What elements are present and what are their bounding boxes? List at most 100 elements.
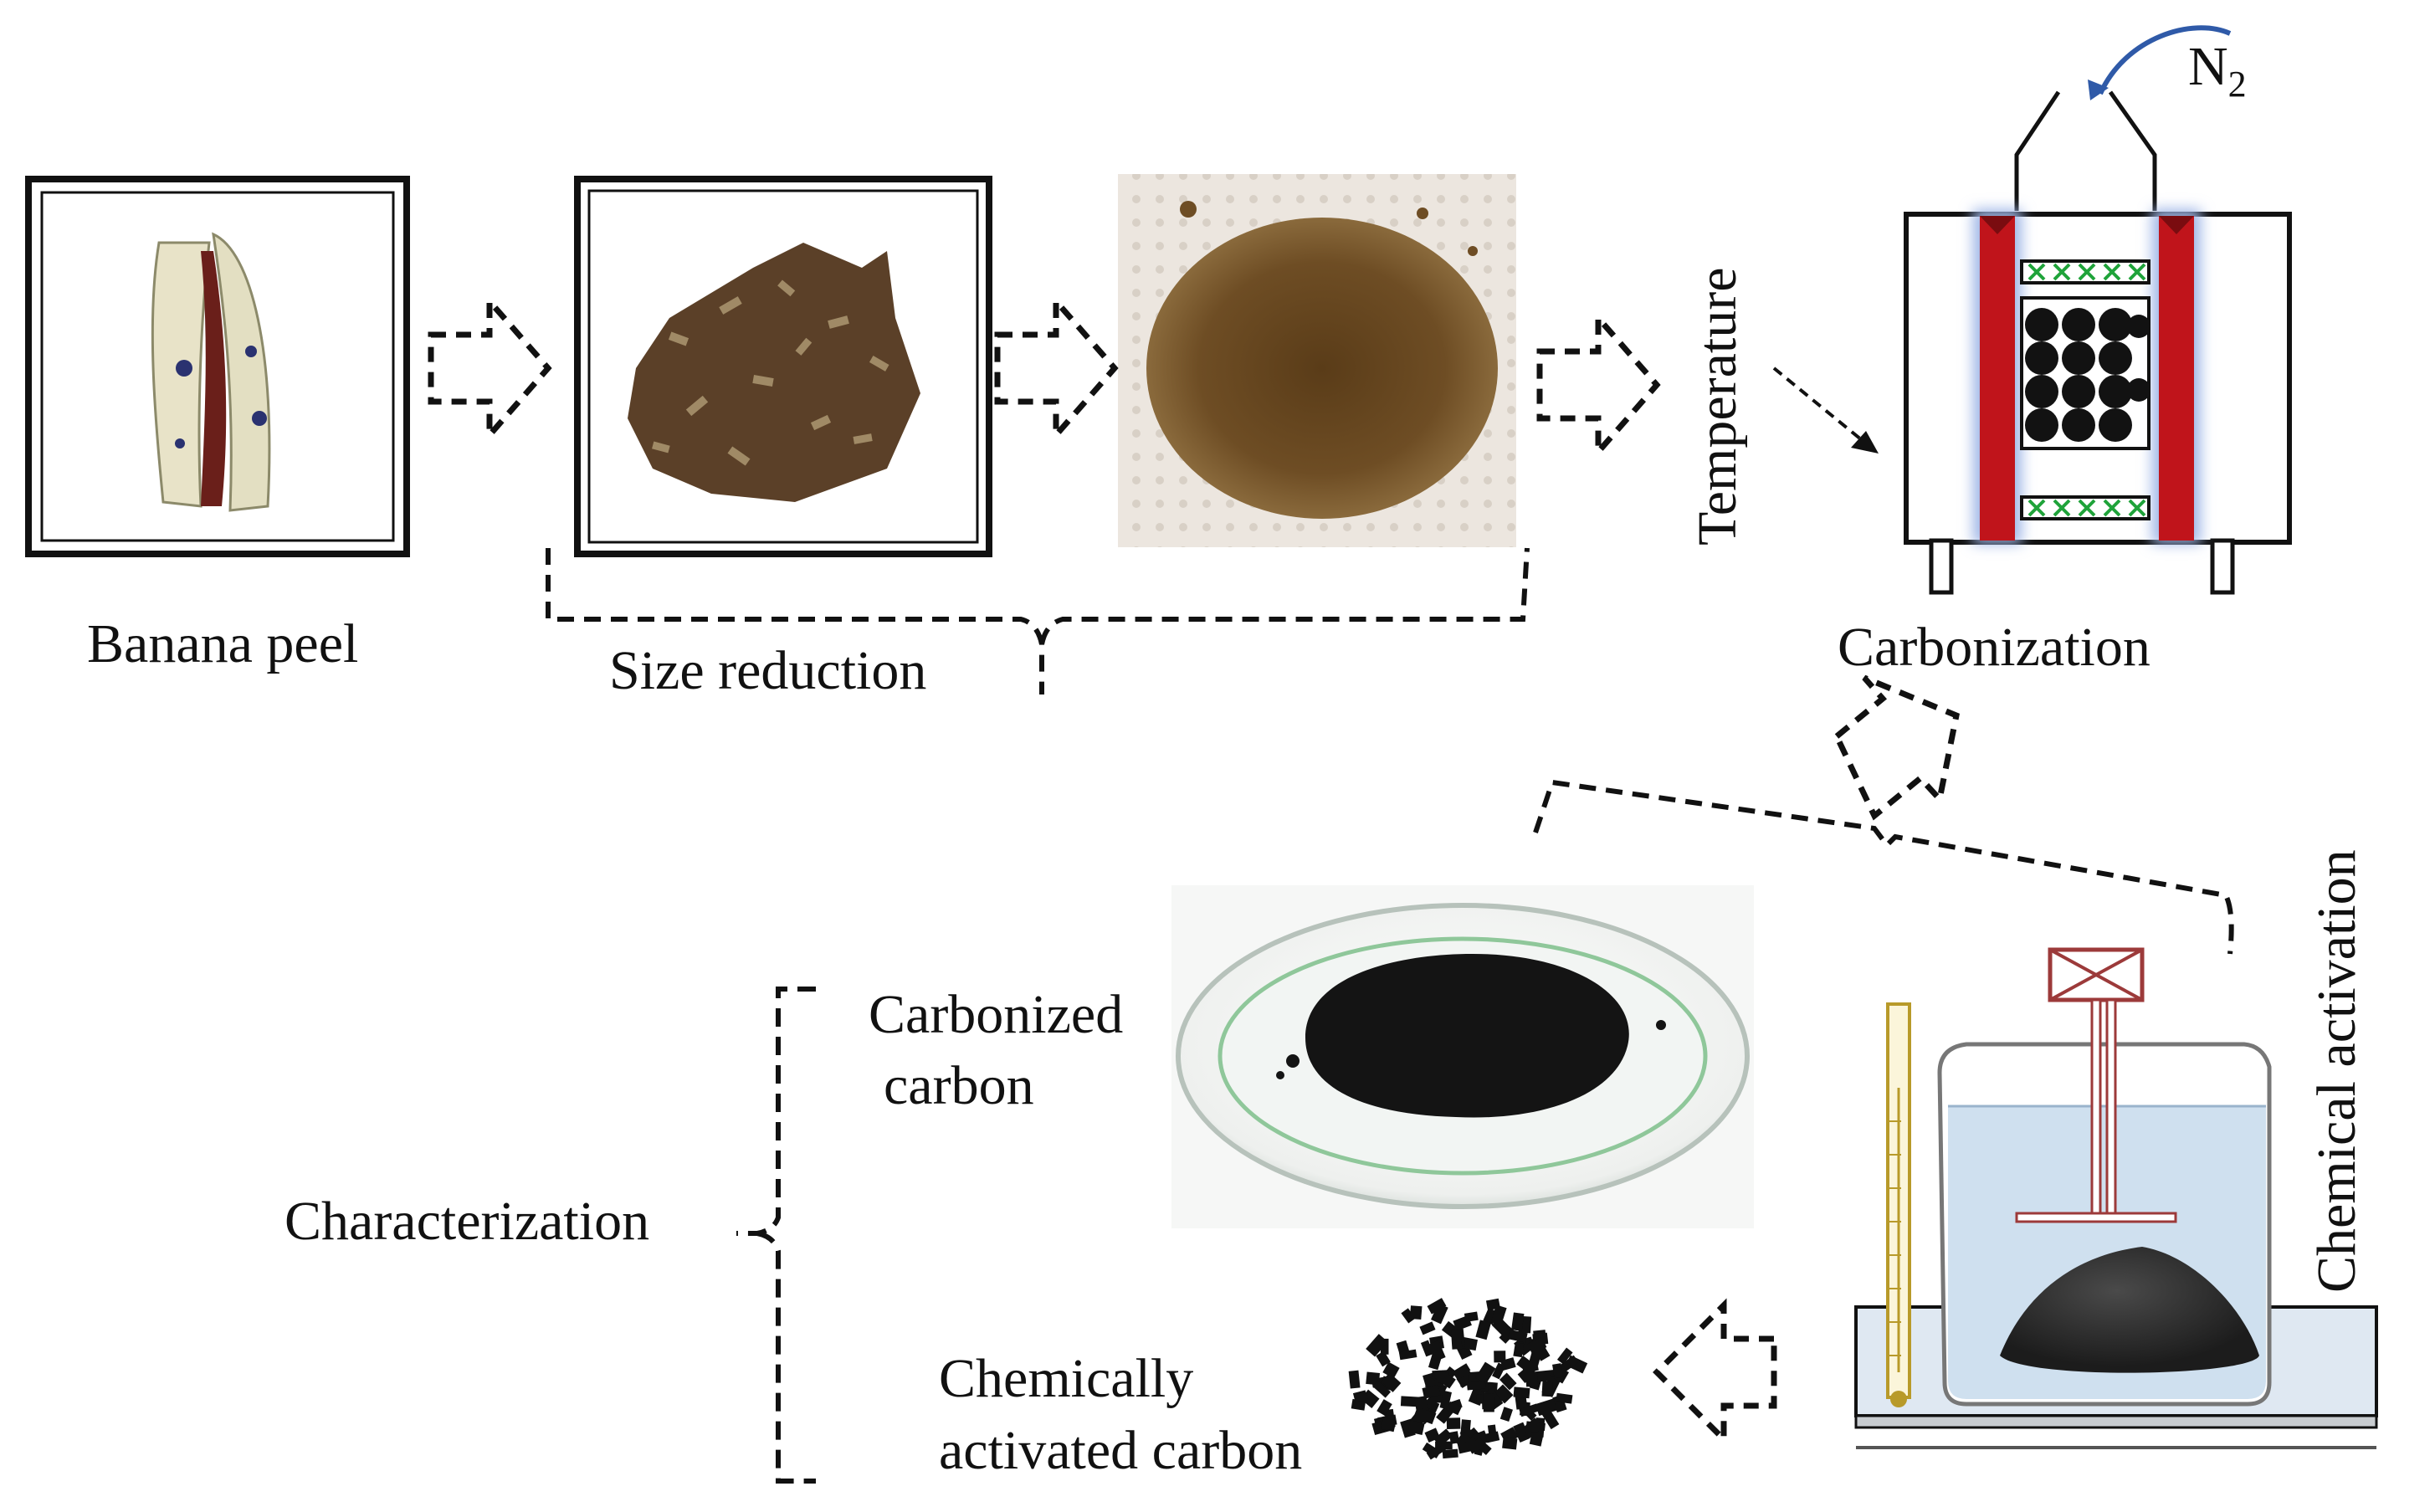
carbon-particle <box>1426 1443 1446 1460</box>
carbon-particle <box>1351 1398 1366 1411</box>
carbon-particle <box>1376 1351 1391 1367</box>
chemical-activation-brace <box>1533 779 2234 955</box>
arrow-chips-to-powder <box>994 293 1119 443</box>
carbon-particle <box>1507 1329 1528 1343</box>
characterization-bracket <box>736 987 816 1484</box>
carbon-particle <box>1419 1321 1436 1335</box>
arrow-peel-to-chips <box>428 293 552 443</box>
carbon-particle <box>1436 1370 1456 1389</box>
carbon-particle <box>1372 1380 1392 1398</box>
arrow-activation-to-activated-carbon <box>1653 1298 1777 1447</box>
carbon-particle <box>1376 1399 1392 1417</box>
label-banana-peel: Banana peel <box>87 613 359 674</box>
carbon-particle <box>1348 1370 1361 1389</box>
carbon-particle <box>1446 1417 1461 1429</box>
carbon-particle <box>1499 1372 1517 1391</box>
ground-powder-image <box>1118 174 1516 547</box>
carbon-particle <box>1483 1393 1494 1412</box>
carbon-particle <box>1475 1320 1492 1340</box>
carbon-particle <box>1420 1340 1434 1357</box>
carbon-particle <box>1529 1432 1544 1447</box>
carbon-particle <box>1516 1356 1539 1376</box>
label-carbonized-line2: carbon <box>884 1055 1034 1116</box>
temperature-arrow <box>1772 366 1879 454</box>
carbon-particle <box>1494 1351 1506 1363</box>
arrow-powder-to-carbonization <box>1536 310 1661 460</box>
carbon-particle <box>1513 1342 1525 1358</box>
carbon-particle <box>1453 1315 1472 1331</box>
carbon-particle <box>1352 1390 1368 1403</box>
carbon-particle <box>1401 1308 1416 1324</box>
carbon-particle <box>1527 1336 1547 1355</box>
carbon-particle <box>1502 1437 1518 1450</box>
carbon-particle <box>1381 1417 1397 1433</box>
carbon-particle <box>1427 1298 1447 1315</box>
carbon-particle <box>1499 1407 1513 1422</box>
label-chemical-activation: Chemical activation <box>2306 849 2367 1293</box>
carbon-particle <box>1409 1305 1423 1320</box>
carbon-particle <box>1513 1422 1530 1443</box>
label-activated-line1: Chemically <box>939 1348 1194 1409</box>
carbon-particle <box>1455 1432 1469 1448</box>
carbon-particle <box>1473 1437 1492 1455</box>
carbon-particle <box>1490 1304 1507 1326</box>
stirrer <box>2015 947 2177 1223</box>
label-n2-sub: 2 <box>2227 64 2247 105</box>
carbon-particle <box>1433 1428 1453 1447</box>
n2-inlet-arrow <box>2098 25 2232 95</box>
carbon-particle <box>1500 1357 1516 1371</box>
carbon-particle <box>1541 1381 1553 1397</box>
thermometer <box>1886 1002 1911 1407</box>
carbon-particle <box>1381 1372 1402 1392</box>
activated-carbon-particles <box>1348 1298 1588 1460</box>
label-size-reduction: Size reduction <box>609 640 927 701</box>
activation-beaker-setup <box>1854 947 2378 1449</box>
carbon-particle <box>1464 1434 1481 1454</box>
carbon-particle <box>1382 1361 1400 1379</box>
label-temperature: Temperature <box>1687 267 1748 546</box>
carbon-particle <box>1407 1420 1425 1436</box>
carbon-particle <box>1398 1349 1417 1361</box>
carbon-particle <box>1428 1340 1446 1362</box>
carbon-particle <box>1485 1431 1500 1443</box>
carbon-particle <box>1513 1386 1530 1399</box>
carbon-particle <box>1442 1448 1458 1459</box>
carbon-particle <box>1521 1417 1543 1438</box>
heater-left <box>1980 216 2015 541</box>
carbon-particle <box>1459 1426 1474 1439</box>
heater-right <box>2159 216 2194 541</box>
carbon-particle <box>1535 1398 1557 1417</box>
label-n2-main: N <box>2188 36 2228 97</box>
banana-peel-image <box>25 176 410 557</box>
carbon-particle <box>1519 1403 1539 1417</box>
carbon-particle <box>1366 1371 1381 1386</box>
carbonized-carbon-image <box>1171 885 1754 1228</box>
carbon-particle <box>1540 1407 1560 1430</box>
arrow-carbonization-to-activation <box>1833 674 1960 821</box>
label-carbonized-line1: Carbonized <box>869 984 1124 1045</box>
carbon-particle <box>1366 1334 1388 1357</box>
carbon-particle <box>1475 1361 1496 1385</box>
carbon-particle <box>1453 1366 1468 1381</box>
carbon-particle <box>1517 1366 1535 1384</box>
carbon-particle <box>1461 1336 1478 1351</box>
carbon-particle <box>1431 1303 1448 1325</box>
carbon-particle <box>1511 1312 1525 1331</box>
furnace <box>1904 25 2292 595</box>
carbon-particle <box>1450 1329 1463 1350</box>
label-carbonization: Carbonization <box>1838 617 2150 678</box>
carbon-particle <box>1446 1401 1462 1416</box>
activated-material-pile <box>2000 1247 2259 1373</box>
size-reduction-brace <box>546 547 1530 694</box>
carbon-particle <box>1556 1392 1573 1404</box>
label-activated-line2: activated carbon <box>939 1420 1303 1481</box>
carbon-particle <box>1557 1355 1579 1374</box>
carbon-particle <box>1552 1363 1563 1379</box>
carbon-particle <box>1422 1384 1441 1399</box>
label-characterization: Characterization <box>285 1191 650 1252</box>
carbon-particle <box>1466 1381 1486 1391</box>
label-n2: N2 <box>2188 35 2247 106</box>
carbon-particle <box>1556 1347 1573 1365</box>
